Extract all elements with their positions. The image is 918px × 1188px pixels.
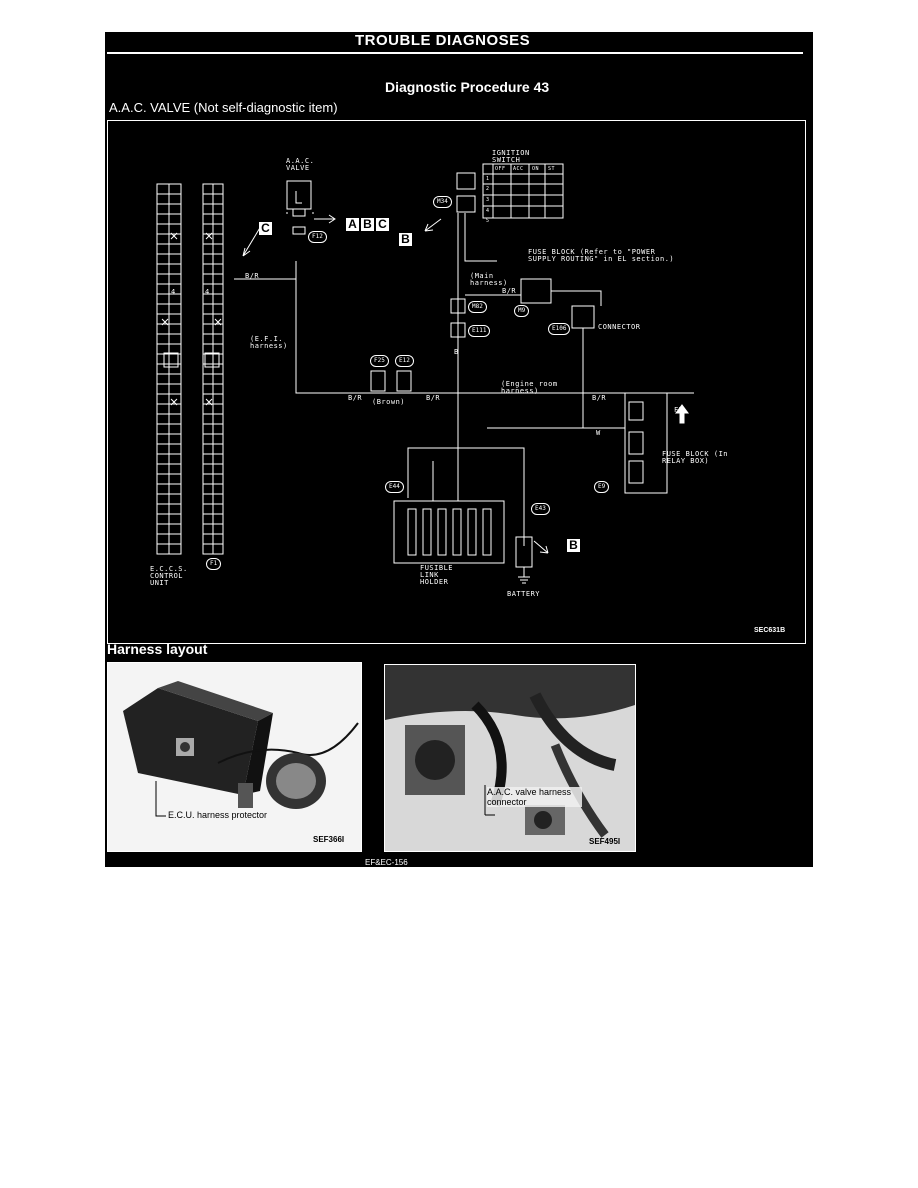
fr-label: FR	[674, 406, 684, 414]
wire-label-br-2: B/R	[348, 394, 363, 402]
photo2-code: SEF495I	[589, 837, 621, 846]
connector-tag-e43: E43	[531, 503, 550, 515]
wire-label-w: W	[596, 429, 601, 437]
procedure-title: Diagnostic Procedure 43	[385, 79, 550, 95]
ign-row-4: 4	[486, 208, 490, 214]
ign-row-2: 2	[486, 186, 490, 192]
ref-box-c: C	[259, 222, 272, 235]
wire-label-b: B	[454, 348, 459, 356]
wiring-diagram-svg	[156, 163, 694, 584]
ecu-pin-box-left	[163, 352, 179, 368]
photo-ecu-harness-protector: E.C.U. harness protector SEF366I	[107, 662, 362, 852]
fuse-block-main	[520, 278, 552, 304]
fusible-link	[407, 508, 417, 556]
ign-row-1: 1	[486, 176, 490, 182]
ref-box-a: A	[346, 218, 359, 231]
connector-label: CONNECTOR	[598, 323, 641, 331]
ign-row-5: 5	[486, 218, 490, 224]
ign-col-off: OFF	[495, 166, 506, 172]
fusible-link	[467, 508, 477, 556]
arrow-b2	[533, 540, 549, 554]
ignition-switch-label: IGNITION SWITCH	[492, 149, 530, 164]
fr-arrow	[675, 404, 689, 424]
ignition-switch-table	[482, 163, 564, 219]
battery-label: BATTERY	[507, 590, 541, 598]
fusible-link	[452, 508, 462, 556]
ecu-label: E.C.C.S. CONTROL UNIT	[150, 565, 188, 587]
page-number: EF&EC-156	[365, 858, 408, 867]
connector-tag-f25: F25	[370, 355, 389, 367]
brown-label: (Brown)	[372, 398, 406, 406]
fuse-block-relay-label: FUSE BLOCK (In RELAY BOX)	[662, 450, 729, 465]
fuse-block-label: FUSE BLOCK (Refer to "POWER SUPPLY ROUTI…	[528, 248, 675, 263]
wire-aac-br	[234, 261, 297, 280]
ref-box-b-battery: B	[567, 539, 580, 552]
page-title: TROUBLE DIAGNOSES	[355, 32, 531, 49]
ref-box-b: B	[361, 218, 374, 231]
ign-col-on: ON	[532, 166, 540, 172]
ref-box-c2: C	[376, 218, 389, 231]
connector-tag-f12: F12	[308, 231, 327, 243]
ecu-pin-x5	[170, 398, 178, 406]
connector-tag-e44: E44	[385, 481, 404, 493]
main-harness-label: (Main harness)	[470, 272, 508, 287]
fusible-link-label: FUSIBLE LINK HOLDER	[420, 564, 454, 586]
efi-harness-label: (E.F.I. harness)	[250, 335, 288, 350]
fuse-block-relay-box	[624, 392, 668, 494]
connector-tag-m82: M82	[468, 301, 487, 313]
figure-code: SEC631B	[754, 627, 786, 634]
ecu-pin-number-right: 4	[205, 288, 210, 296]
connector-tag-m34: M34	[433, 196, 452, 208]
connector-tag-f1: F1	[206, 558, 222, 570]
wire-label-br-1: B/R	[245, 272, 260, 280]
ign-col-acc: ACC	[513, 166, 524, 172]
ecu-pin-x3	[161, 318, 169, 326]
connector-tag-e12: E12	[395, 355, 414, 367]
aac-valve-label: A.A.C. VALVE	[286, 157, 315, 172]
connector-tag-e106: E106	[548, 323, 571, 335]
connector-tag-m9: M9	[514, 305, 530, 317]
ecu-pin-box-right	[204, 352, 220, 368]
ign-col-st: ST	[548, 166, 556, 172]
ecu-pin-number-left: 4	[171, 288, 176, 296]
connector-box	[571, 305, 595, 329]
fusible-link	[422, 508, 432, 556]
ecu-pin-x2	[205, 232, 213, 240]
connector-tag-e9: E9	[594, 481, 610, 493]
wire-label-br-3: B/R	[426, 394, 441, 402]
aac-valve-body	[286, 180, 312, 210]
wiring-diagram: A.A.C. VALVE IGNITION SWITCH FUSE BLOCK …	[107, 120, 806, 644]
fusible-link	[437, 508, 447, 556]
title-bar-line	[107, 52, 803, 54]
photo1-code: SEF366I	[313, 835, 345, 844]
item-title: A.A.C. VALVE (Not self-diagnostic item)	[109, 100, 338, 115]
ecu-pin-x6	[205, 398, 213, 406]
harness-layout-title: Harness layout	[107, 641, 208, 657]
arrow-abc	[314, 214, 336, 224]
photo-aac-valve-connector: A.A.C. valve harness connector SEF495I	[384, 664, 636, 852]
ref-box-b-ignition: B	[399, 233, 412, 246]
photo-engine-illustration	[385, 665, 635, 851]
fusible-link	[482, 508, 492, 556]
photo2-caption: A.A.C. valve harness connector	[487, 787, 582, 807]
arrow-b	[424, 218, 442, 232]
wire-label-br-4: B/R	[502, 287, 517, 295]
manual-page: TROUBLE DIAGNOSES Diagnostic Procedure 4…	[105, 32, 813, 867]
ign-row-3: 3	[486, 197, 490, 203]
wire-label-br-5: B/R	[592, 394, 607, 402]
arrow-c	[242, 225, 262, 257]
photo1-caption: E.C.U. harness protector	[168, 810, 268, 820]
ecu-pin-x4	[214, 318, 222, 326]
wire-aac-main	[295, 261, 694, 394]
photo-ecu-illustration	[108, 663, 361, 851]
ecu-pin-x1	[170, 232, 178, 240]
engine-room-harness-label: (Engine room harness)	[501, 380, 558, 395]
connector-tag-e111: E111	[468, 325, 491, 337]
fusible-link-holder	[393, 500, 505, 564]
